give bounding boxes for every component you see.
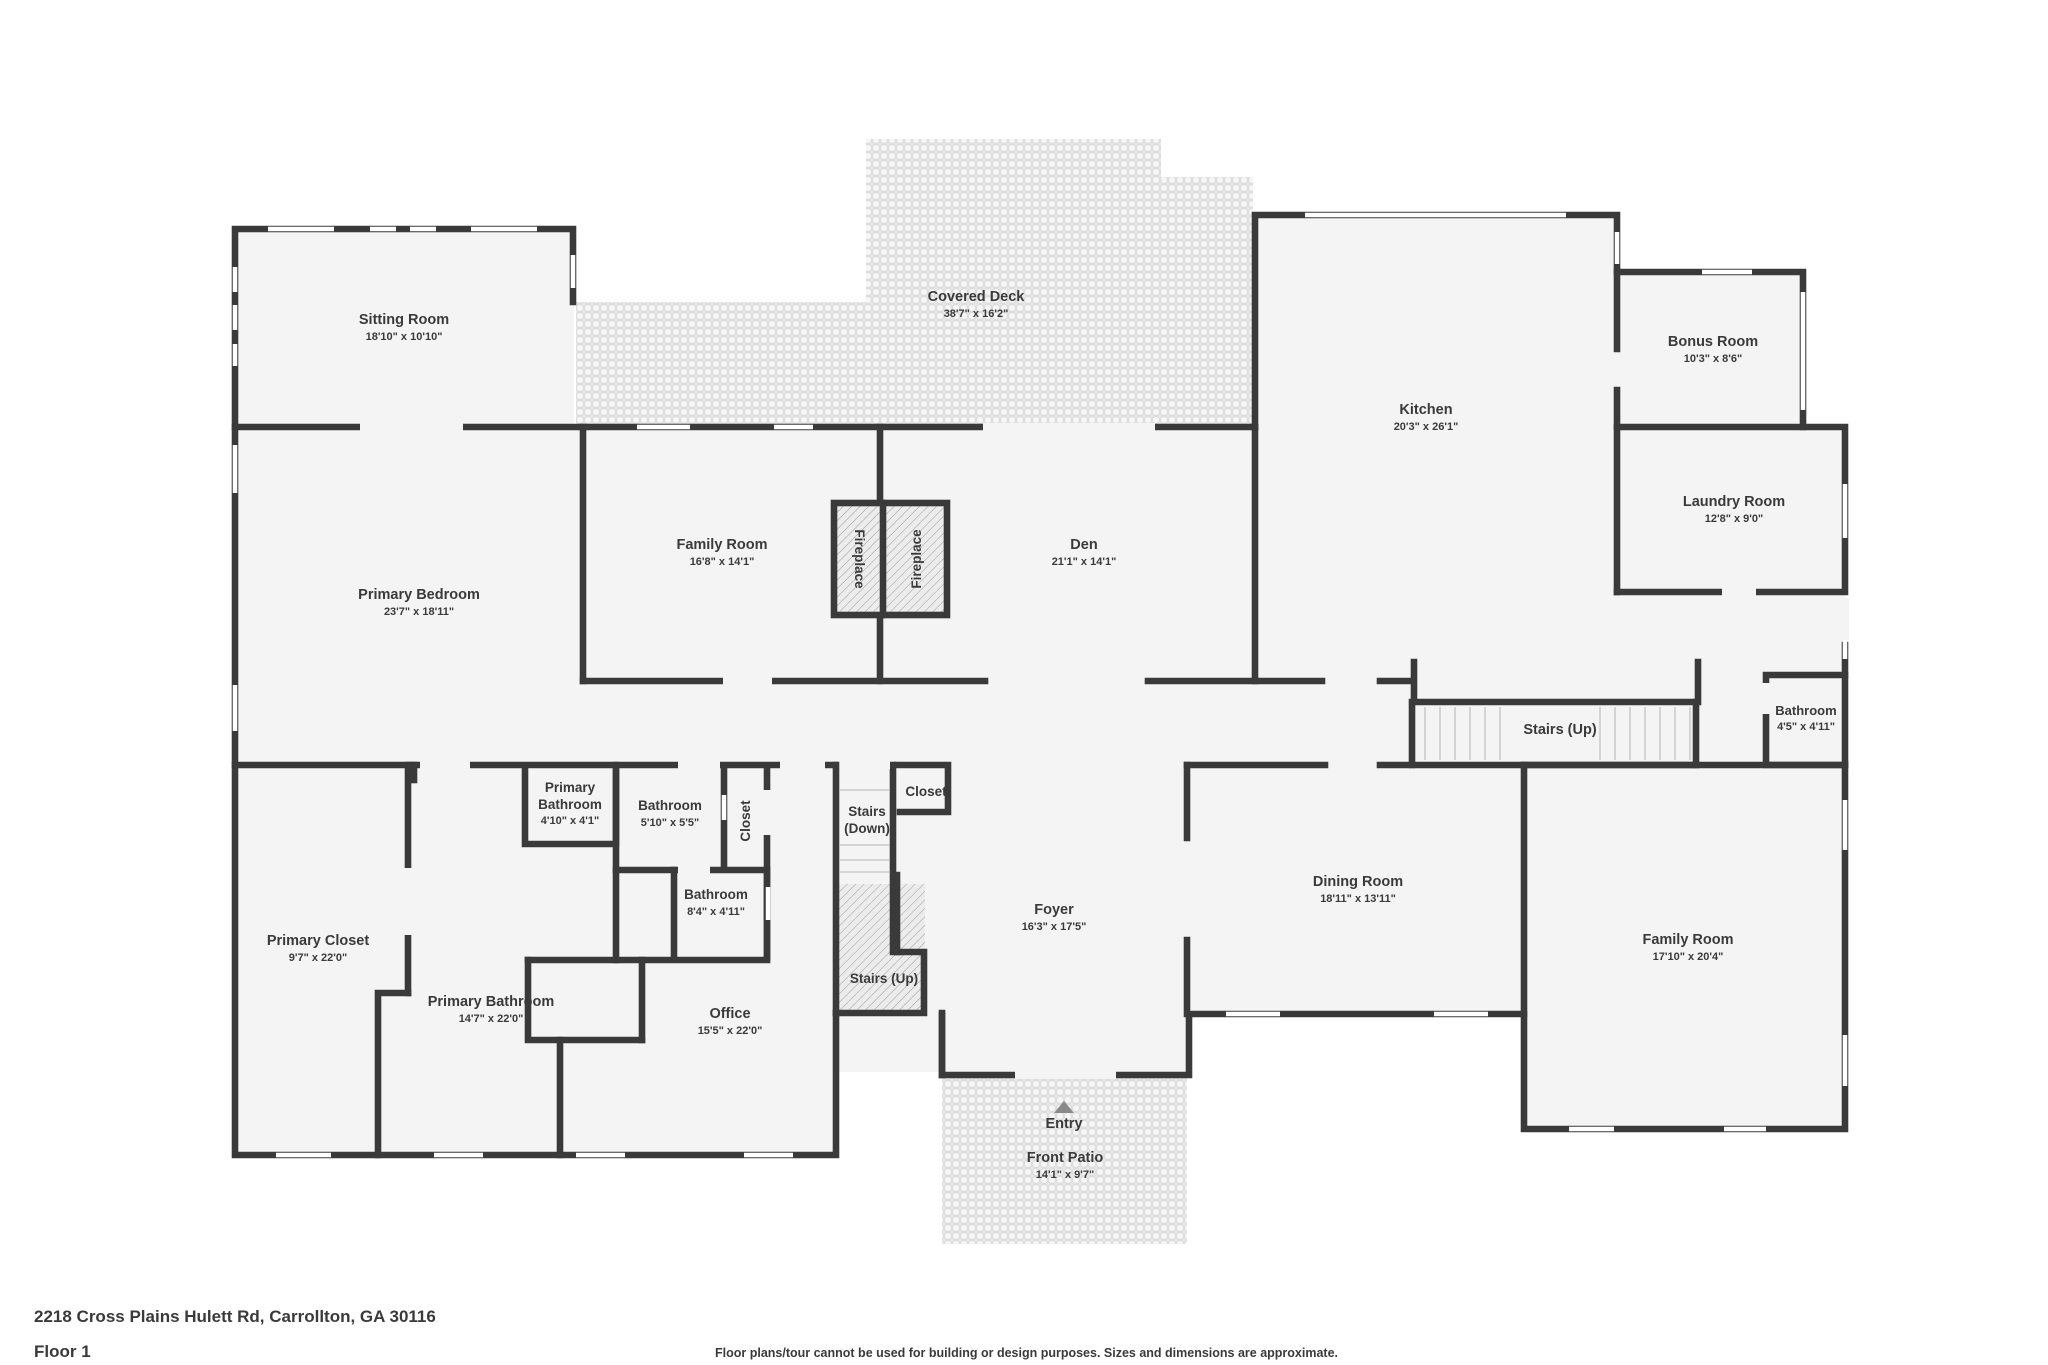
covered-deck-floor	[576, 139, 1253, 425]
stairs-up-small-floor	[839, 884, 925, 1013]
primary-bedroom-name: Primary Bedroom	[358, 587, 480, 603]
primary-bathroom-name: Primary Bathroom	[428, 994, 555, 1010]
den-dims: 21'1" x 14'1"	[1052, 556, 1117, 568]
primary-closet-dims: 9'7" x 22'0"	[289, 952, 347, 964]
bonus-room-name: Bonus Room	[1668, 334, 1758, 350]
stairs-up-main-label: Stairs (Up)	[1523, 722, 1596, 738]
front-patio-name: Front Patio	[1027, 1150, 1104, 1166]
sitting-room-floor	[236, 230, 574, 427]
kitchen-dims: 20'3" x 26'1"	[1394, 421, 1459, 433]
bathroom-b-name: Bathroom	[684, 887, 748, 902]
family-room-2-name: Family Room	[1642, 932, 1733, 948]
laundry-room-name: Laundry Room	[1683, 494, 1785, 510]
dining-floor	[1187, 762, 1524, 1014]
bathroom-east-name: Bathroom	[1775, 703, 1836, 718]
floor-label: Floor 1	[34, 1342, 91, 1361]
stair-treads	[840, 707, 1691, 873]
dining-room-name: Dining Room	[1313, 874, 1403, 890]
primary-bedroom-dims: 23'7" x 18'11"	[384, 606, 454, 618]
front-patio-dims: 14'1" x 9'7"	[1036, 1169, 1094, 1181]
disclaimer-text: Floor plans/tour cannot be used for buil…	[715, 1346, 1339, 1360]
foyer-name: Foyer	[1034, 902, 1074, 918]
family-room-2-dims: 17'10" x 20'4"	[1653, 951, 1724, 963]
stairs-down-label-1: Stairs	[848, 804, 886, 819]
primary-bathroom-small-name-2: Bathroom	[538, 797, 602, 812]
bathroom-a-dims: 5'10" x 5'5"	[641, 817, 699, 829]
laundry-room-dims: 12'8" x 9'0"	[1705, 513, 1763, 525]
family-room-1-name: Family Room	[676, 537, 767, 553]
sitting-room-dims: 18'10" x 10'10"	[366, 331, 443, 343]
stairs-up-small-label: Stairs (Up)	[850, 971, 918, 986]
windows	[232, 212, 1848, 1158]
covered-deck-name: Covered Deck	[928, 289, 1026, 305]
bathroom-b-dims: 8'4" x 4'11"	[687, 906, 745, 918]
fireplace-2-label: Fireplace	[909, 529, 924, 589]
bonus-room-floor	[1617, 272, 1803, 427]
family-room-1-dims: 16'8" x 14'1"	[690, 556, 755, 568]
primary-bathroom-dims: 14'7" x 22'0"	[459, 1013, 524, 1025]
primary-bathroom-small-name-1: Primary	[545, 780, 596, 795]
kitchen-floor	[1254, 215, 1619, 762]
walls	[231, 211, 1849, 1159]
sitting-room-name: Sitting Room	[359, 312, 449, 328]
primary-closet-name: Primary Closet	[267, 933, 370, 949]
entry-label: Entry	[1045, 1116, 1082, 1132]
den-name: Den	[1070, 537, 1097, 553]
kitchen-name: Kitchen	[1399, 402, 1452, 418]
primary-bathroom-small-dims: 4'10" x 4'1"	[541, 815, 599, 827]
bonus-room-dims: 10'3" x 8'6"	[1684, 353, 1742, 365]
office-dims: 15'5" x 22'0"	[698, 1025, 763, 1037]
covered-deck-dims: 38'7" x 16'2"	[944, 308, 1009, 320]
dining-room-dims: 18'11" x 13'11"	[1320, 893, 1396, 905]
stairs-down-label-2: (Down)	[844, 821, 890, 836]
closet-vertical-label: Closet	[738, 800, 753, 842]
property-address: 2218 Cross Plains Hulett Rd, Carrollton,…	[34, 1307, 436, 1326]
doorways	[360, 354, 1849, 1079]
fireplace-1-label: Fireplace	[852, 529, 867, 589]
bathroom-a-name: Bathroom	[638, 798, 702, 813]
main-floor	[236, 427, 1254, 762]
family-room-2-floor	[1524, 762, 1845, 1132]
closet-label: Closet	[905, 784, 947, 799]
foyer-dims: 16'3" x 17'5"	[1022, 921, 1087, 933]
bathroom-east-dims: 4'5" x 4'11"	[1777, 721, 1835, 733]
office-name: Office	[709, 1006, 750, 1022]
entry-arrow-icon	[1054, 1101, 1074, 1113]
room-labels: Sitting Room 18'10" x 10'10" Covered Dec…	[267, 289, 1837, 1181]
